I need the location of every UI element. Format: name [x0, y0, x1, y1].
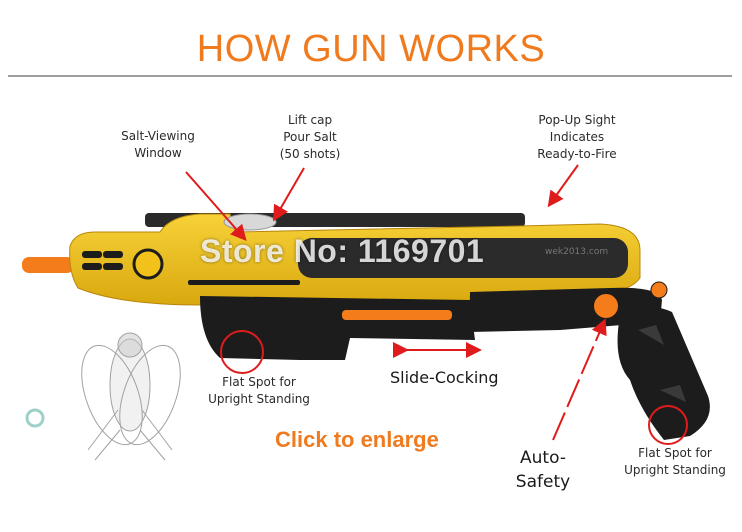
safety-button: [594, 294, 618, 318]
slide-cocking-label: Slide-Cocking: [390, 368, 499, 387]
page-title: HOW GUN WORKS: [196, 28, 546, 70]
flat-spot-left-marker: [220, 330, 264, 374]
click-to-enlarge-link[interactable]: Click to enlarge: [275, 427, 439, 452]
lift-cap-arrow: [272, 167, 305, 222]
orange-muzzle-tip: [22, 257, 74, 273]
fly-sketch: [81, 332, 181, 461]
title-divider: [8, 75, 732, 77]
flat-spot-right-marker: [648, 405, 688, 445]
store-watermark: Store No: 1169701: [200, 233, 485, 269]
auto-safety-label: Auto-Safety: [515, 448, 571, 492]
salt-window-arrow: [185, 171, 247, 242]
watermark-logo-icon: [25, 408, 45, 428]
orange-pump-strip: [342, 310, 452, 320]
popup-sight-arrow: [547, 164, 579, 208]
watermark-url: wek2013.com: [545, 247, 609, 257]
auto-safety-arrow: [552, 318, 607, 441]
